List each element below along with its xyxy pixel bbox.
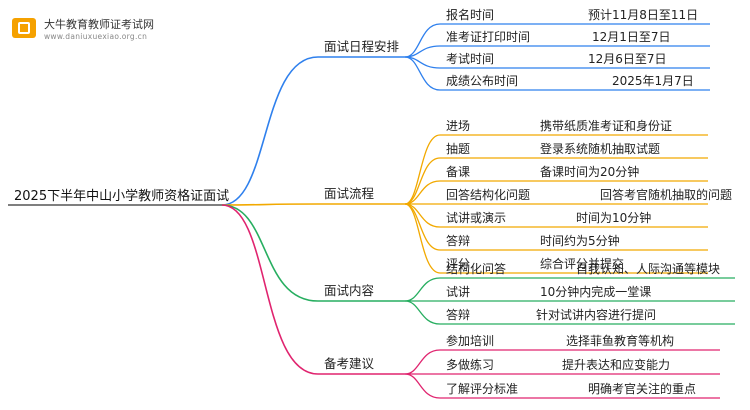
leaf-key: 评分 bbox=[446, 257, 470, 271]
leaf-connector bbox=[404, 56, 441, 91]
branch-connector bbox=[221, 204, 319, 302]
leaf-key: 试讲 bbox=[446, 284, 470, 299]
leaf-connector bbox=[404, 300, 441, 325]
root-topic: 2025下半年中山小学教师资格证面试 bbox=[14, 188, 229, 204]
branch-topic: 面试流程 bbox=[324, 186, 375, 201]
leaf-value: 综合评分并提交 bbox=[540, 256, 624, 271]
leaf-value: 提升表达和应变能力 bbox=[562, 357, 670, 372]
leaf-key: 报名时间 bbox=[446, 7, 494, 22]
leaf-value: 携带纸质准考证和身份证 bbox=[540, 118, 672, 133]
leaf-key: 试讲或演示 bbox=[446, 210, 506, 225]
branch-topic: 面试日程安排 bbox=[324, 39, 400, 54]
leaf-connector bbox=[404, 134, 441, 205]
leaf-key: 成绩公布时间 bbox=[446, 74, 518, 88]
leaf-value: 针对试讲内容进行提问 bbox=[536, 307, 656, 322]
leaf-connector bbox=[404, 23, 441, 58]
logo-book-icon bbox=[12, 18, 36, 38]
leaf-value: 登录系统随机抽取试题 bbox=[540, 141, 660, 156]
site-logo: 大牛教育教师证考试网 www.daniuxuexiao.org.cn bbox=[12, 12, 212, 46]
leaf-value: 明确考官关注的重点 bbox=[588, 381, 696, 396]
leaf-value: 备课时间为20分钟 bbox=[540, 164, 639, 179]
leaf-key: 答辩 bbox=[446, 233, 470, 248]
logo-title: 大牛教育教师证考试网 bbox=[44, 18, 154, 31]
leaf-connector bbox=[404, 349, 441, 375]
leaf-value: 回答考官随机抽取的问题 bbox=[600, 187, 732, 202]
branch-connector bbox=[221, 203, 319, 206]
branch-topic: 面试内容 bbox=[324, 283, 374, 298]
leaf-connector bbox=[404, 157, 441, 205]
logo-url: www.daniuxuexiao.org.cn bbox=[44, 32, 148, 41]
leaf-connector bbox=[404, 277, 441, 302]
leaf-key: 结构化问答 bbox=[446, 261, 506, 276]
branch-connector bbox=[221, 204, 319, 375]
leaf-value: 12月6日至7日 bbox=[588, 52, 667, 66]
leaf-connector bbox=[404, 203, 441, 274]
leaf-key: 答辩 bbox=[446, 307, 470, 322]
leaf-value: 自我认知、人际沟通等模块 bbox=[576, 262, 720, 276]
leaf-value: 12月1日至7日 bbox=[592, 30, 671, 44]
leaf-value: 2025年1月7日 bbox=[612, 74, 694, 88]
leaf-key: 备课 bbox=[446, 165, 470, 179]
leaf-key: 参加培训 bbox=[446, 333, 494, 348]
branch-connector bbox=[221, 56, 319, 206]
leaf-key: 抽题 bbox=[446, 142, 470, 156]
leaf-key: 进场 bbox=[446, 119, 470, 133]
leaf-value: 时间约为5分钟 bbox=[540, 233, 620, 248]
leaf-value: 预计11月8日至11日 bbox=[588, 8, 698, 22]
leaf-connector bbox=[404, 180, 441, 205]
leaf-key: 考试时间 bbox=[446, 51, 494, 66]
leaf-key: 了解评分标准 bbox=[446, 382, 518, 396]
leaf-key: 多做练习 bbox=[446, 357, 494, 372]
leaf-key: 回答结构化问题 bbox=[446, 187, 530, 202]
leaf-connector bbox=[404, 373, 441, 399]
leaf-value: 10分钟内完成一堂课 bbox=[540, 284, 651, 299]
branch-topic: 备考建议 bbox=[324, 356, 375, 371]
leaf-key: 准考证打印时间 bbox=[446, 30, 530, 44]
leaf-value: 时间为10分钟 bbox=[576, 210, 651, 225]
leaf-value: 选择菲鱼教育等机构 bbox=[566, 333, 674, 348]
